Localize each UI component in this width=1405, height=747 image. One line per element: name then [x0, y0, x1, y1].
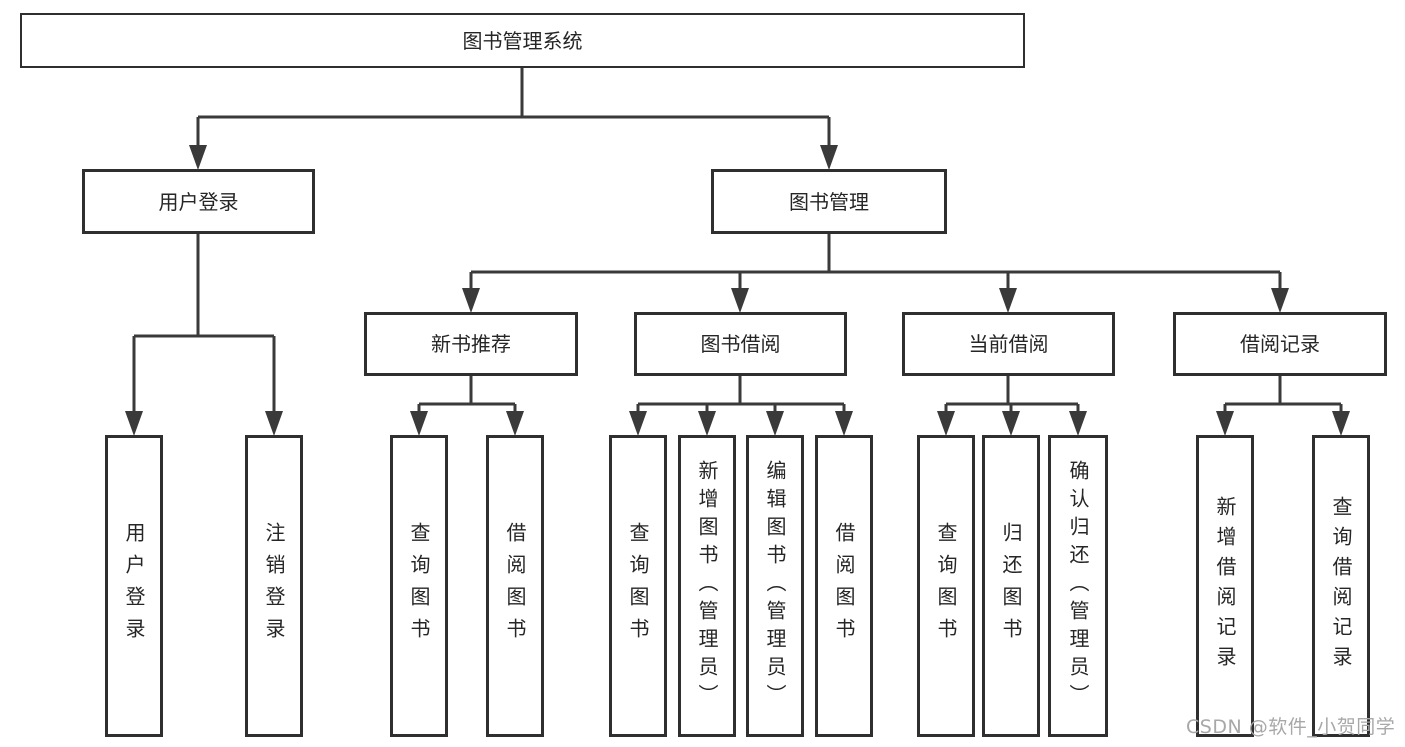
node-label: 借阅记录 [1240, 332, 1320, 356]
node-label: 新书推荐 [431, 332, 511, 356]
node-book-management: 图书管理 [711, 169, 947, 234]
node-label: 新增图书（管理员） [695, 460, 719, 712]
node-label: 确认归还（管理员） [1066, 460, 1090, 712]
node-label: 编辑图书（管理员） [763, 460, 787, 712]
csdn-watermark: CSDN @软件_小贺同学 [1186, 716, 1396, 738]
node-borrow-records: 借阅记录 [1173, 312, 1387, 376]
leaf-borrow-books-recommend: 借阅图书 [486, 435, 544, 737]
node-system-root: 图书管理系统 [20, 13, 1025, 68]
node-label: 图书管理 [789, 189, 869, 214]
node-label: 用户登录 [122, 522, 146, 650]
node-label: 归还图书 [999, 522, 1023, 650]
arrowheads [125, 145, 1350, 436]
leaf-query-books-borrow: 查询图书 [609, 435, 667, 737]
node-label: 借阅图书 [503, 522, 527, 650]
node-label: 用户登录 [158, 189, 239, 214]
node-label: 查询借阅记录 [1329, 496, 1353, 676]
node-label: 当前借阅 [968, 332, 1049, 356]
leaf-logout: 注销登录 [245, 435, 303, 737]
node-label: 新增借阅记录 [1213, 496, 1237, 676]
node-label: 查询图书 [407, 522, 431, 650]
leaf-edit-book-admin: 编辑图书（管理员） [746, 435, 804, 737]
connector-lines [132, 68, 1343, 412]
node-label: 借阅图书 [832, 522, 856, 650]
node-label: 注销登录 [262, 522, 286, 650]
node-book-borrow: 图书借阅 [634, 312, 847, 376]
node-label: 图书借阅 [700, 332, 781, 356]
leaf-borrow-books: 借阅图书 [815, 435, 873, 737]
node-label: 查询图书 [934, 522, 958, 650]
node-user-login: 用户登录 [82, 169, 315, 234]
leaf-user-login: 用户登录 [105, 435, 163, 737]
leaf-add-book-admin: 新增图书（管理员） [678, 435, 736, 737]
leaf-confirm-return-admin: 确认归还（管理员） [1048, 435, 1108, 737]
leaf-query-books-recommend: 查询图书 [390, 435, 448, 737]
leaf-add-borrow-record: 新增借阅记录 [1196, 435, 1254, 737]
leaf-query-borrow-record: 查询借阅记录 [1312, 435, 1370, 737]
node-label: 查询图书 [626, 522, 650, 650]
leaf-query-books-current: 查询图书 [917, 435, 975, 737]
node-new-book-recommend: 新书推荐 [364, 312, 578, 376]
node-label: 图书管理系统 [462, 28, 583, 53]
leaf-return-book: 归还图书 [982, 435, 1040, 737]
node-current-borrow: 当前借阅 [902, 312, 1115, 376]
